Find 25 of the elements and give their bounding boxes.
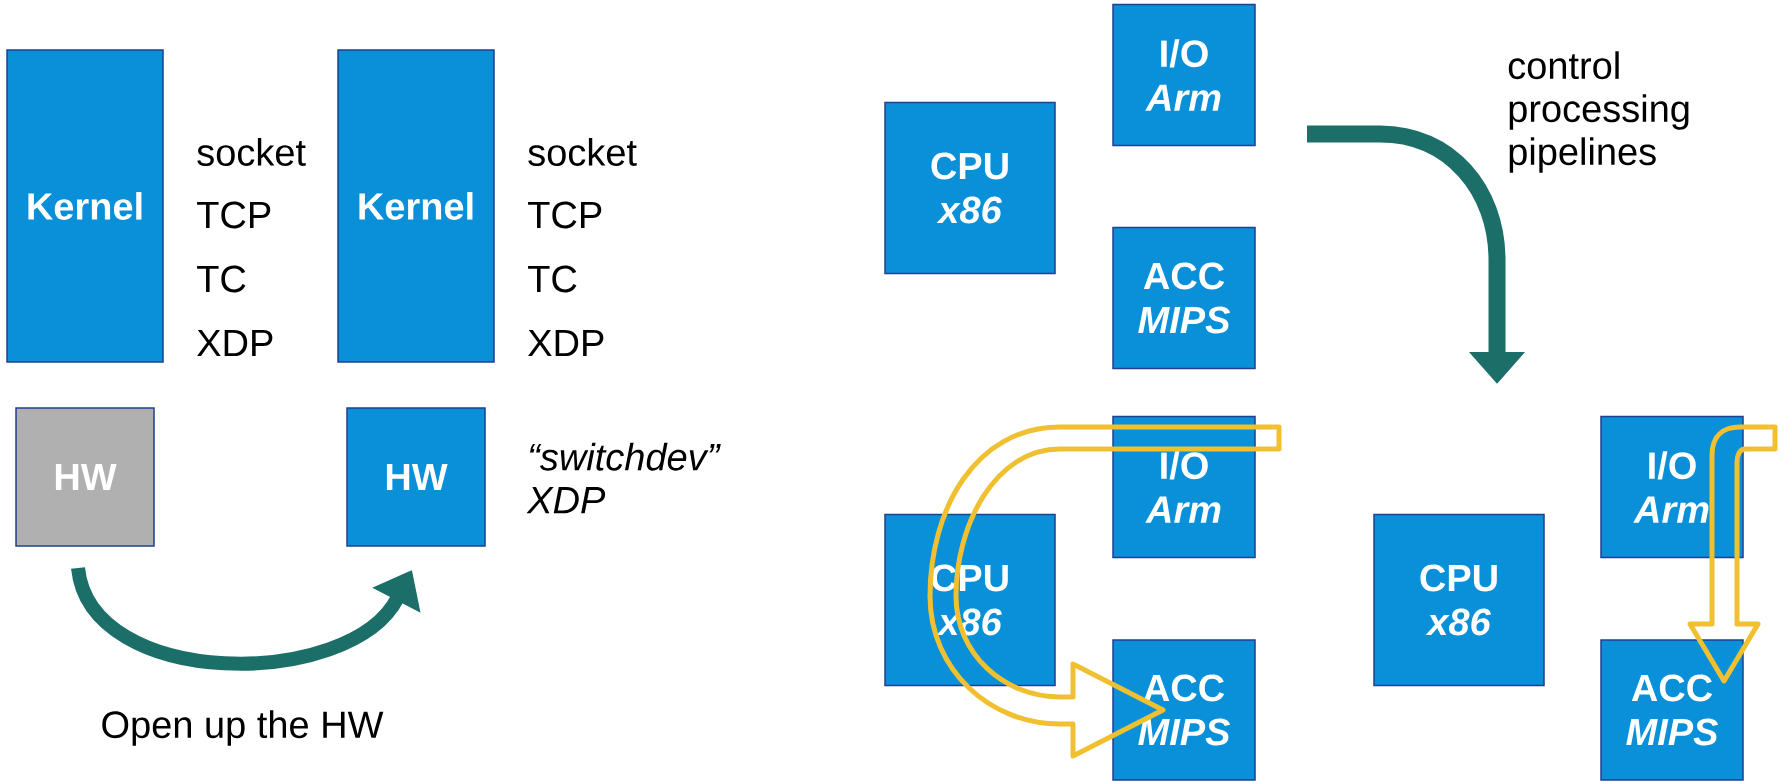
chip-box: ACC MIPS <box>1112 226 1256 370</box>
layer-label: TCP <box>528 201 602 229</box>
layer-label: “switchdev” XDP <box>526 442 721 514</box>
edge-label: Open up the HW <box>102 710 384 746</box>
chip-box: I/O Arm <box>1600 415 1744 559</box>
layer-label: socket <box>197 138 306 166</box>
layer-label: TC <box>528 265 577 293</box>
layer-label: XDP <box>197 329 273 357</box>
edge-label: control processing pipelines <box>1508 51 1689 173</box>
chip-box: ACC MIPS <box>1112 639 1256 781</box>
chip-box: Kernel <box>337 49 495 363</box>
chip-box: HW <box>15 407 155 547</box>
chip-box: CPU x86 <box>1373 513 1545 687</box>
block-arrow <box>927 424 1282 759</box>
chip-box: ACC MIPS <box>1600 639 1744 781</box>
layer-label: XDP <box>528 329 604 357</box>
chip-box: I/O Arm <box>1112 3 1256 147</box>
layer-label: TCP <box>197 201 271 229</box>
chip-box: CPU x86 <box>884 101 1056 275</box>
chip-box: Kernel <box>6 49 164 363</box>
layer-label: socket <box>528 138 637 166</box>
chip-box: HW <box>346 407 486 547</box>
block-arrow <box>1687 424 1778 684</box>
chip-box: I/O Arm <box>1112 415 1256 559</box>
layer-label: TC <box>197 265 246 293</box>
